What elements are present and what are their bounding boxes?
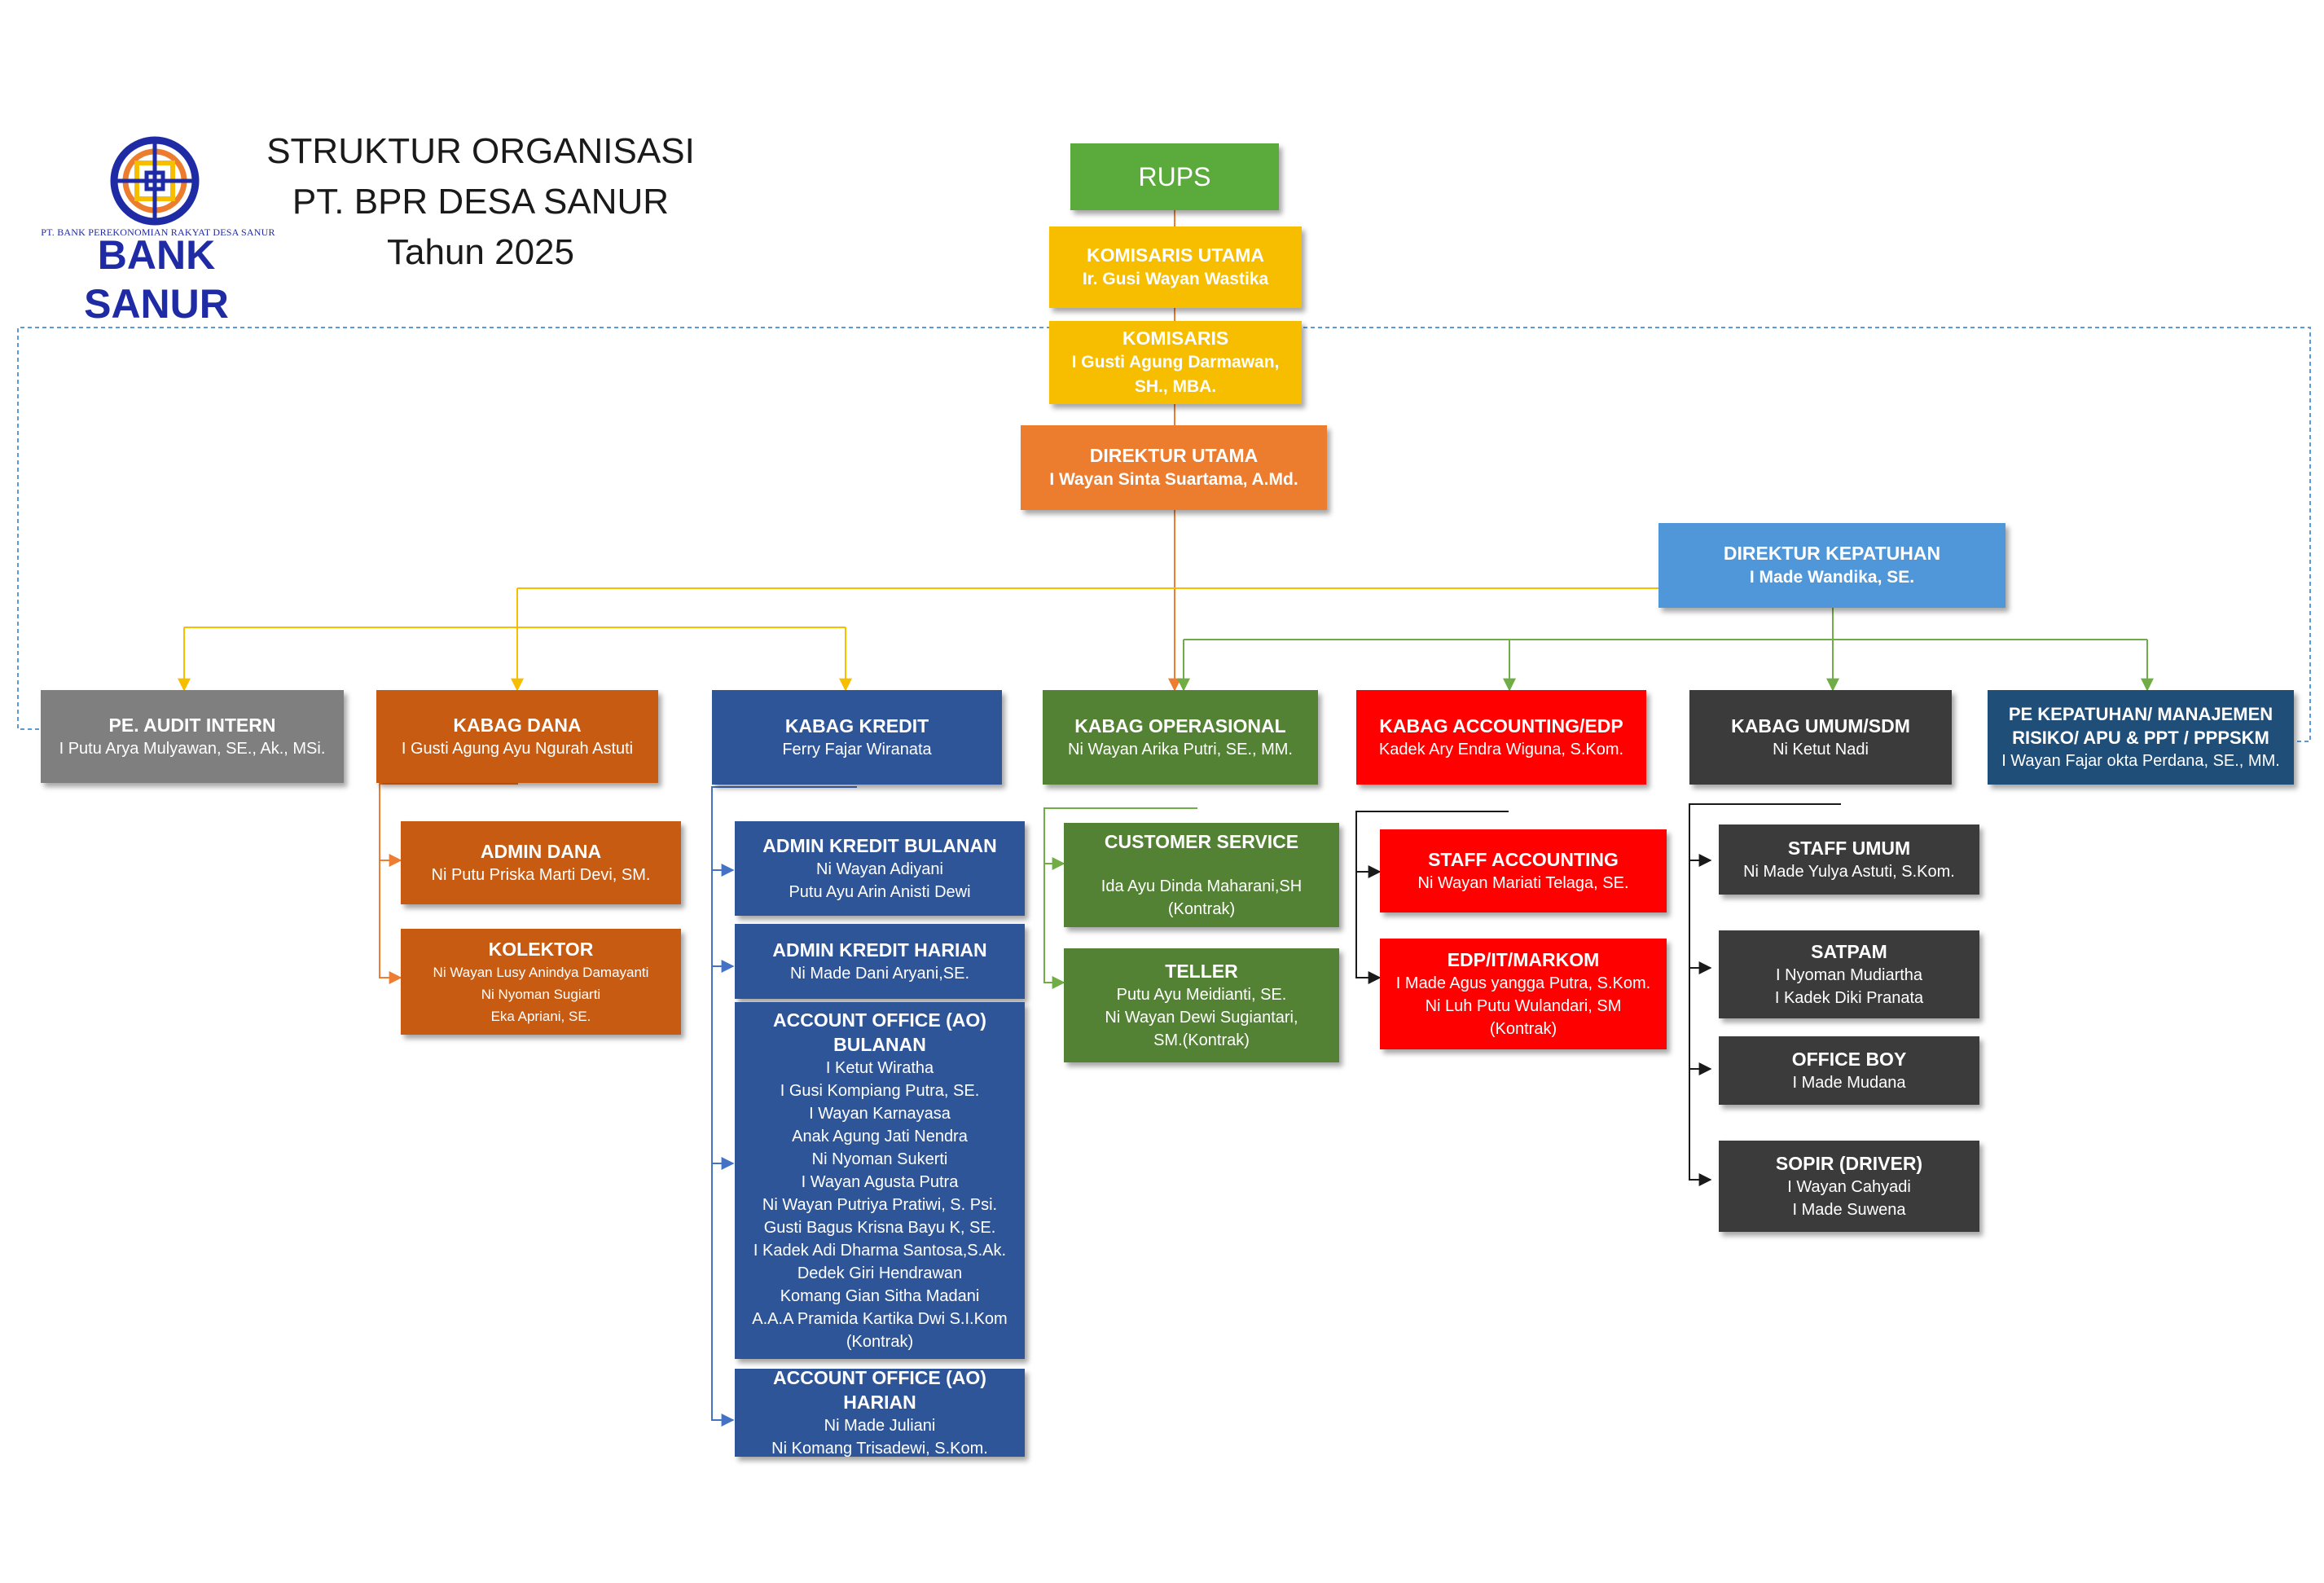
logo-tagline: PT. BANK PEREKONOMIAN RAKYAT DESA SANUR bbox=[41, 226, 275, 238]
node-title: KOMISARIS UTAMA bbox=[1086, 244, 1265, 266]
node-staff-umum[interactable]: STAFF UMUM Ni Made Yulya Astuti, S.Kom. bbox=[1719, 824, 1979, 895]
node-title: PE KEPATUHAN/ MANAJEMEN RISIKO/ APU & PP… bbox=[2008, 704, 2273, 748]
title-line-1: STRUKTUR ORGANISASI bbox=[266, 131, 695, 171]
node-name: I Putu Arya Mulyawan, SE., Ak., MSi. bbox=[59, 740, 326, 758]
node-kabag-dana[interactable]: KABAG DANA I Gusti Agung Ayu Ngurah Astu… bbox=[376, 690, 658, 783]
dana-sub-line bbox=[379, 783, 518, 984]
node-title: ACCOUNT OFFICE (AO) HARIAN bbox=[773, 1367, 986, 1413]
node-name: I Wayan Cahyadi I Made Suwena bbox=[1787, 1178, 1911, 1219]
acc-sub-line bbox=[1355, 811, 1509, 984]
node-name: I Ketut Wiratha I Gusi Kompiang Putra, S… bbox=[752, 1059, 1008, 1351]
node-name: I Gusti Agung Darmawan, SH., MBA. bbox=[1071, 353, 1280, 396]
node-title: ADMIN DANA bbox=[480, 841, 602, 862]
node-name: Ni Made Juliani Ni Komang Trisadewi, S.K… bbox=[771, 1417, 988, 1458]
node-title: PE. AUDIT INTERN bbox=[108, 715, 276, 736]
dotted-oversight-line-right bbox=[1303, 327, 2311, 742]
bank-sanur-emblem-icon bbox=[110, 136, 200, 226]
umum-sub-line bbox=[1689, 803, 1841, 1186]
title-line-3: Tahun 2025 bbox=[387, 232, 574, 272]
node-title: CUSTOMER SERVICE bbox=[1104, 831, 1299, 852]
node-kabag-umum[interactable]: KABAG UMUM/SDM Ni Ketut Nadi bbox=[1689, 690, 1952, 785]
node-title: KABAG KREDIT bbox=[784, 715, 929, 737]
node-direktur-utama[interactable]: DIREKTUR UTAMA I Wayan Sinta Suartama, A… bbox=[1021, 425, 1327, 510]
node-name: Kadek Ary Endra Wiguna, S.Kom. bbox=[1378, 741, 1624, 759]
node-admin-kredit-harian[interactable]: ADMIN KREDIT HARIAN Ni Made Dani Aryani,… bbox=[735, 924, 1025, 999]
node-name: Ni Made Dani Aryani,SE. bbox=[789, 965, 970, 983]
node-komisaris[interactable]: KOMISARIS I Gusti Agung Darmawan, SH., M… bbox=[1049, 321, 1302, 404]
node-admin-kredit-bulanan[interactable]: ADMIN KREDIT BULANAN Ni Wayan Adiyani Pu… bbox=[735, 821, 1025, 916]
node-name: Putu Ayu Meidianti, SE. Ni Wayan Dewi Su… bbox=[1105, 986, 1298, 1049]
node-title: KABAG OPERASIONAL bbox=[1074, 715, 1286, 737]
ops-sub-line bbox=[1043, 807, 1197, 989]
node-title: OFFICE BOY bbox=[1791, 1049, 1907, 1070]
node-title: ACCOUNT OFFICE (AO) BULANAN bbox=[773, 1009, 986, 1055]
node-kabag-operasional[interactable]: KABAG OPERASIONAL Ni Wayan Arika Putri, … bbox=[1043, 690, 1318, 785]
node-ao-bulanan[interactable]: ACCOUNT OFFICE (AO) BULANAN I Ketut Wira… bbox=[735, 1002, 1025, 1359]
node-title: ADMIN KREDIT HARIAN bbox=[772, 939, 987, 961]
node-name: Ferry Fajar Wiranata bbox=[782, 741, 932, 759]
node-teller[interactable]: TELLER Putu Ayu Meidianti, SE. Ni Wayan … bbox=[1064, 948, 1339, 1062]
node-kolektor[interactable]: KOLEKTOR Ni Wayan Lusy Anindya Damayanti… bbox=[401, 929, 681, 1035]
node-title: RUPS bbox=[1138, 162, 1211, 191]
node-name: I Nyoman Mudiartha I Kadek Diki Pranata bbox=[1774, 966, 1924, 1007]
node-satpam[interactable]: SATPAM I Nyoman Mudiartha I Kadek Diki P… bbox=[1719, 930, 1979, 1018]
node-title: STAFF ACCOUNTING bbox=[1428, 849, 1619, 870]
node-direktur-kepatuhan[interactable]: DIREKTUR KEPATUHAN I Made Wandika, SE. bbox=[1658, 523, 2005, 608]
node-title: DIREKTUR KEPATUHAN bbox=[1723, 543, 1941, 564]
dotted-oversight-line bbox=[17, 327, 1051, 730]
node-office-boy[interactable]: OFFICE BOY I Made Mudana bbox=[1719, 1036, 1979, 1105]
node-title: KOLEKTOR bbox=[488, 938, 594, 960]
node-rups[interactable]: RUPS bbox=[1070, 143, 1279, 210]
node-title: KABAG UMUM/SDM bbox=[1731, 715, 1910, 737]
node-name: Ir. Gusi Wayan Wastika bbox=[1082, 270, 1269, 288]
node-name: Ni Ketut Nadi bbox=[1773, 741, 1869, 759]
node-edp-it-markom[interactable]: EDP/IT/MARKOM I Made Agus yangga Putra, … bbox=[1380, 939, 1667, 1049]
node-name: I Gusti Agung Ayu Ngurah Astuti bbox=[401, 740, 634, 758]
node-name: I Made Wandika, SE. bbox=[1749, 568, 1915, 587]
node-pe-audit-intern[interactable]: PE. AUDIT INTERN I Putu Arya Mulyawan, S… bbox=[41, 690, 344, 783]
node-title: SOPIR (DRIVER) bbox=[1775, 1153, 1923, 1174]
node-name: Ni Wayan Adiyani Putu Ayu Arin Anisti De… bbox=[789, 860, 971, 901]
node-name: Ida Ayu Dinda Maharani,SH (Kontrak) bbox=[1100, 877, 1303, 918]
node-ao-harian[interactable]: ACCOUNT OFFICE (AO) HARIAN Ni Made Julia… bbox=[735, 1367, 1025, 1458]
node-title: DIREKTUR UTAMA bbox=[1089, 445, 1259, 466]
node-kabag-accounting[interactable]: KABAG ACCOUNTING/EDP Kadek Ary Endra Wig… bbox=[1356, 690, 1646, 785]
node-title: EDP/IT/MARKOM bbox=[1447, 949, 1600, 970]
title-line-2: PT. BPR DESA SANUR bbox=[292, 182, 670, 222]
node-title: ADMIN KREDIT BULANAN bbox=[762, 835, 997, 856]
node-kabag-kredit[interactable]: KABAG KREDIT Ferry Fajar Wiranata bbox=[712, 690, 1002, 785]
node-title: KABAG DANA bbox=[453, 715, 582, 736]
node-admin-dana[interactable]: ADMIN DANA Ni Putu Priska Marti Devi, SM… bbox=[401, 821, 681, 904]
node-name: I Wayan Fajar okta Perdana, SE., MM. bbox=[2001, 752, 2280, 770]
node-title: KOMISARIS bbox=[1122, 328, 1229, 349]
node-name: Ni Wayan Mariati Telaga, SE. bbox=[1417, 874, 1629, 892]
node-title: STAFF UMUM bbox=[1787, 838, 1911, 859]
node-name: Ni Made Yulya Astuti, S.Kom. bbox=[1743, 863, 1955, 881]
node-komisaris-utama[interactable]: KOMISARIS UTAMA Ir. Gusi Wayan Wastika bbox=[1049, 226, 1302, 308]
node-name: I Made Mudana bbox=[1792, 1074, 1906, 1092]
node-name: I Made Agus yangga Putra, S.Kom. Ni Luh … bbox=[1395, 974, 1651, 1038]
node-name: Ni Wayan Lusy Anindya Damayanti Ni Nyoma… bbox=[433, 964, 649, 1024]
node-title: KABAG ACCOUNTING/EDP bbox=[1379, 715, 1623, 737]
node-title: TELLER bbox=[1165, 961, 1238, 982]
node-name: I Wayan Sinta Suartama, A.Md. bbox=[1049, 470, 1298, 489]
node-title: SATPAM bbox=[1811, 941, 1887, 962]
node-name: Ni Putu Priska Marti Devi, SM. bbox=[431, 866, 651, 884]
logo-name: BANK SANUR bbox=[84, 232, 229, 327]
node-sopir[interactable]: SOPIR (DRIVER) I Wayan Cahyadi I Made Su… bbox=[1719, 1141, 1979, 1232]
node-name: Ni Wayan Arika Putri, SE., MM. bbox=[1068, 741, 1293, 759]
page-title: STRUKTUR ORGANISASI PT. BPR DESA SANUR T… bbox=[261, 126, 701, 278]
node-staff-accounting[interactable]: STAFF ACCOUNTING Ni Wayan Mariati Telaga… bbox=[1380, 829, 1667, 912]
node-pe-kepatuhan[interactable]: PE KEPATUHAN/ MANAJEMEN RISIKO/ APU & PP… bbox=[1988, 690, 2294, 785]
node-customer-service[interactable]: CUSTOMER SERVICE Ida Ayu Dinda Maharani,… bbox=[1064, 823, 1339, 927]
kredit-sub-line bbox=[711, 786, 857, 1427]
